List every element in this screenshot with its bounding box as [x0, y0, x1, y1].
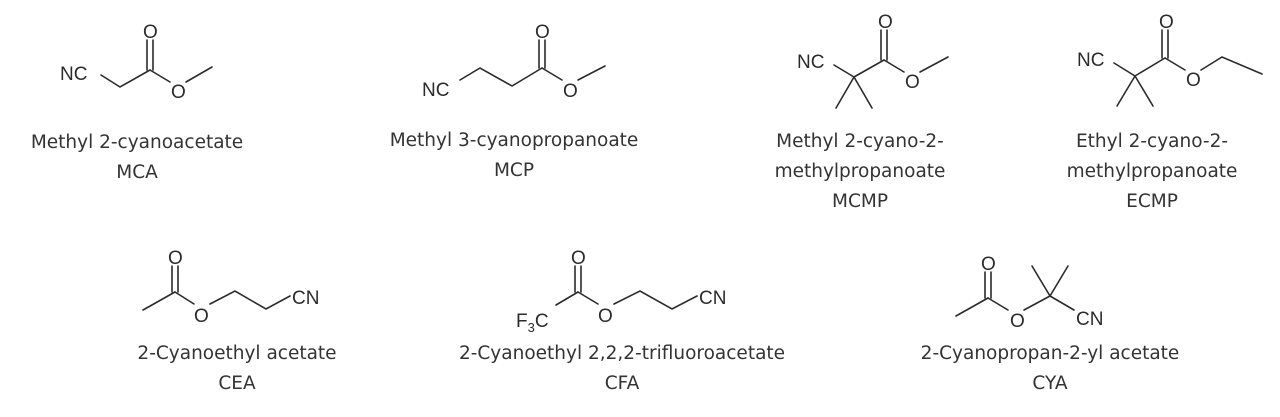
structure-cya: O O CN: [955, 254, 1103, 332]
compound-label-mcp: Methyl 3-cyanopropanoate MCP: [390, 126, 639, 186]
structure-cea: O O CN: [142, 248, 319, 327]
atom-o-ester: O: [1010, 311, 1025, 332]
compound-abbr: MCA: [116, 162, 158, 183]
compound-label-mcmp: Methyl 2-cyano-2- methylpropanoate MCMP: [775, 127, 946, 217]
compound-abbr: MCMP: [831, 191, 888, 212]
atom-o-ester: O: [194, 306, 209, 327]
structure-mca: NC O O: [60, 22, 213, 103]
compound-label-mca: Methyl 2-cyanoacetate MCA: [31, 128, 243, 188]
atom-o-ester: O: [905, 72, 920, 93]
atom-cn: CN: [1076, 309, 1103, 330]
compound-label-cea: 2-Cyanoethyl acetate CEA: [137, 339, 336, 399]
compound-name-line2: methylpropanoate: [774, 161, 946, 182]
atom-o-ester: O: [598, 306, 613, 327]
structure-ecmp: NC O O: [1077, 12, 1263, 107]
atom-nc: NC: [60, 64, 87, 85]
atom-o-carbonyl: O: [981, 254, 996, 275]
compound-name: Methyl 3-cyanopropanoate: [389, 130, 639, 151]
structure-cfa: F3C O O CN: [516, 248, 726, 335]
atom-o-carbonyl: O: [1159, 12, 1174, 33]
atom-o-ester: O: [171, 82, 186, 103]
compound-abbr: MCP: [493, 160, 535, 181]
compound-label-cya: 2-Cyanopropan-2-yl acetate CYA: [921, 339, 1180, 399]
structure-mcmp: NC O O: [797, 12, 949, 109]
structure-mcp: NC O O: [422, 22, 606, 102]
compound-name-line1: Ethyl 2-cyano-2-: [1075, 131, 1229, 152]
atom-o-ester: O: [563, 81, 578, 102]
atom-nc: NC: [1077, 50, 1104, 71]
atom-nc: NC: [797, 52, 824, 73]
compound-name-line1: Methyl 2-cyano-2-: [776, 131, 944, 152]
atom-cn: CN: [699, 288, 726, 309]
compound-abbr: CFA: [604, 373, 640, 394]
compound-name: 2-Cyanopropan-2-yl acetate: [920, 343, 1180, 364]
compound-abbr: ECMP: [1126, 191, 1178, 212]
atom-o-ester: O: [1186, 70, 1201, 91]
atom-o-carbonyl: O: [168, 248, 183, 269]
compound-abbr: CEA: [218, 373, 256, 394]
compound-abbr: CYA: [1032, 373, 1068, 394]
compound-name: 2-Cyanoethyl acetate: [137, 343, 337, 364]
compound-name: 2-Cyanoethyl 2,2,2-trifluoroacetate: [458, 343, 786, 364]
atom-o-carbonyl: O: [535, 22, 550, 43]
atom-cn: CN: [292, 288, 319, 309]
atom-o-carbonyl: O: [878, 12, 893, 33]
atom-nc: NC: [422, 80, 449, 101]
atom-f: F3C: [516, 311, 549, 335]
atom-o-carbonyl: O: [571, 248, 586, 269]
compound-label-cfa: 2-Cyanoethyl 2,2,2-trifluoroacetate CFA: [459, 339, 785, 399]
compound-label-ecmp: Ethyl 2-cyano-2- methylpropanoate ECMP: [1067, 127, 1238, 217]
compound-name-line2: methylpropanoate: [1066, 161, 1238, 182]
compound-name: Methyl 2-cyanoacetate: [30, 132, 244, 153]
atom-o-carbonyl: O: [143, 22, 158, 43]
